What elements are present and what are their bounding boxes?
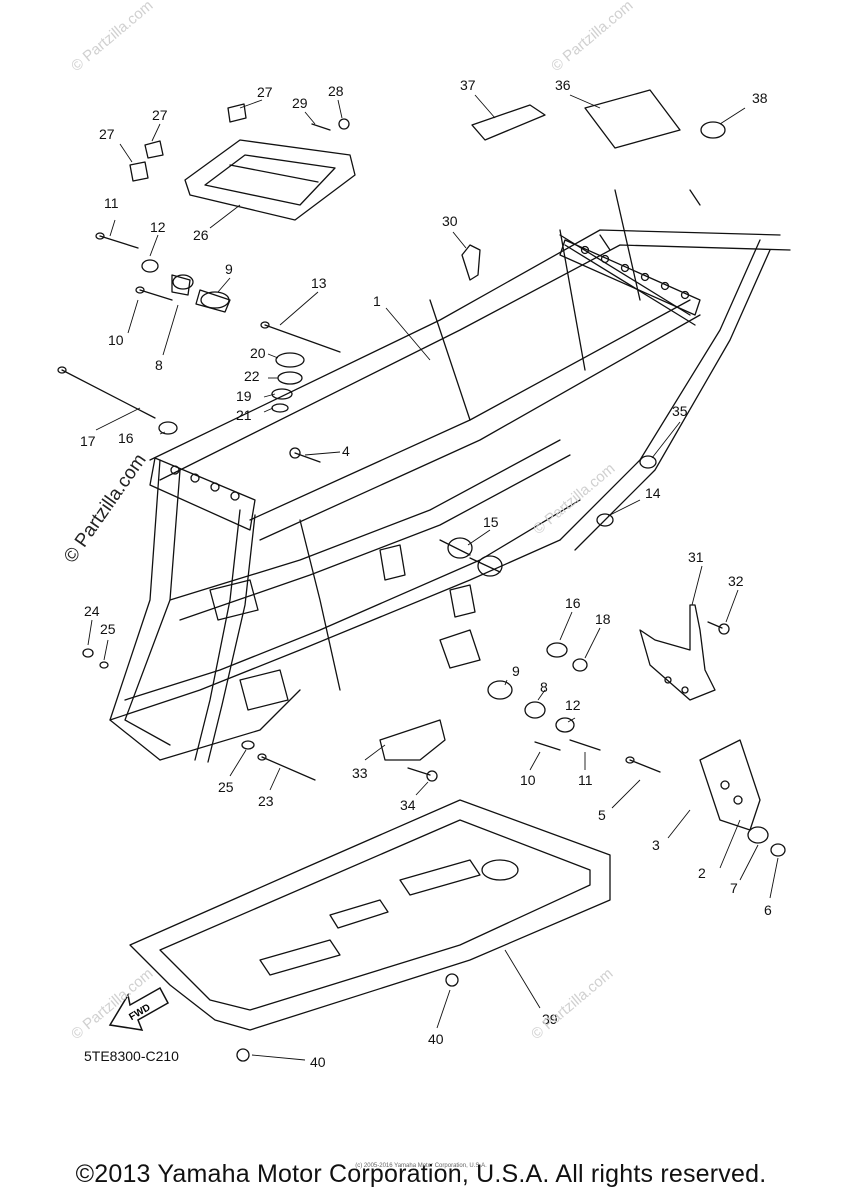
- callout-40a: 40: [428, 1031, 444, 1047]
- callout-8b: 8: [540, 679, 548, 695]
- callout-27c: 27: [99, 126, 115, 142]
- callout-32: 32: [728, 573, 744, 589]
- callout-31: 31: [688, 549, 704, 565]
- callout-25b: 25: [218, 779, 234, 795]
- callout-17: 17: [80, 433, 96, 449]
- diagram-code: 5TE8300-C210: [84, 1048, 179, 1064]
- callout-18: 18: [595, 611, 611, 627]
- callout-19: 19: [236, 388, 252, 404]
- callout-28: 28: [328, 83, 344, 99]
- callout-1: 1: [373, 293, 381, 309]
- callout-39: 39: [542, 1011, 558, 1027]
- callout-13: 13: [311, 275, 327, 291]
- callout-3: 3: [652, 837, 660, 853]
- callout-35: 35: [672, 403, 688, 419]
- callout-labels: 1 2 3 4 5 6 7 8 8 9 9 10 10 11 11 12 12 …: [80, 77, 772, 1070]
- callout-24: 24: [84, 603, 100, 619]
- callout-2: 2: [698, 865, 706, 881]
- callout-16b: 16: [565, 595, 581, 611]
- callout-38: 38: [752, 90, 768, 106]
- callout-9b: 9: [512, 663, 520, 679]
- callout-29: 29: [292, 95, 308, 111]
- callout-5: 5: [598, 807, 606, 823]
- callout-33: 33: [352, 765, 368, 781]
- callout-9a: 9: [225, 261, 233, 277]
- callout-14: 14: [645, 485, 661, 501]
- callout-21: 21: [236, 407, 252, 423]
- callout-7: 7: [730, 880, 738, 896]
- frame-drawing: [57, 89, 791, 1062]
- callout-16a: 16: [118, 430, 134, 446]
- callout-15: 15: [483, 514, 499, 530]
- callout-36: 36: [555, 77, 571, 93]
- callout-23: 23: [258, 793, 274, 809]
- callout-10a: 10: [108, 332, 124, 348]
- callout-27a: 27: [257, 84, 273, 100]
- callout-30: 30: [442, 213, 458, 229]
- callout-12b: 12: [565, 697, 581, 713]
- fine-print: (c) 2005-2016 Yamaha Motor Corporation, …: [355, 1163, 487, 1169]
- callout-8a: 8: [155, 357, 163, 373]
- callout-22: 22: [244, 368, 260, 384]
- callout-11b: 11: [578, 772, 593, 788]
- callout-12a: 12: [150, 219, 166, 235]
- callout-27b: 27: [152, 107, 168, 123]
- callout-25a: 25: [100, 621, 116, 637]
- leader-lines: [87, 94, 779, 1061]
- callout-40b: 40: [310, 1054, 326, 1070]
- callout-37: 37: [460, 77, 476, 93]
- callout-4: 4: [342, 443, 350, 459]
- callout-34: 34: [400, 797, 416, 813]
- callout-11a: 11: [104, 195, 119, 211]
- callout-26: 26: [193, 227, 209, 243]
- callout-20: 20: [250, 345, 266, 361]
- callout-6: 6: [764, 902, 772, 918]
- callout-10b: 10: [520, 772, 536, 788]
- copyright-footer: ©2013 Yamaha Motor Corporation, U.S.A. A…: [75, 1160, 767, 1188]
